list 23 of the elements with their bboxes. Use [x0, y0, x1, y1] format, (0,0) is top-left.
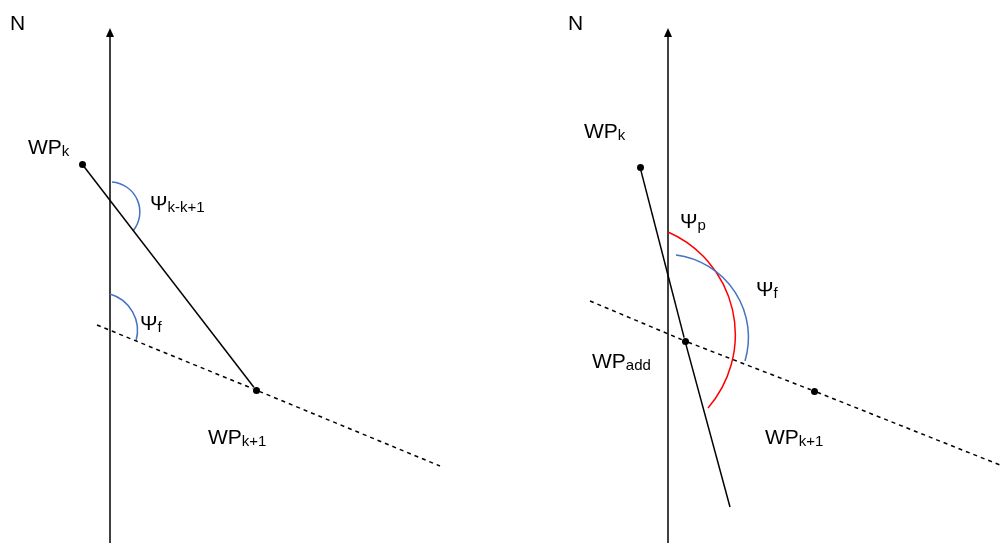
- line: [640, 169, 685, 339]
- waypoint-dot: [636, 163, 644, 171]
- angle-label: Ψ$_{f}$: [140, 310, 162, 336]
- waypoint-label: WP$_{k}$: [28, 134, 70, 160]
- dashed-line: [258, 390, 441, 467]
- dashed-line: [816, 391, 1001, 466]
- waypoint-label: WP$_{k}$: [584, 118, 626, 144]
- line: [83, 166, 255, 388]
- waypoint-dot: [810, 387, 818, 395]
- angle-label: Ψ$_{p}$: [680, 208, 706, 234]
- waypoint-label: WP$_{k+1}$: [208, 424, 267, 450]
- waypoint-label: WP$_{k+1}$: [765, 424, 824, 450]
- angle-label: Ψ$_{f}$: [756, 276, 778, 302]
- waypoint-dot: [681, 337, 689, 345]
- line: [685, 343, 731, 508]
- angle-label: Ψ$_{k-k+1}$: [150, 190, 205, 216]
- north-label: N: [568, 10, 584, 36]
- waypoint-label: WP$_{add}$: [592, 348, 651, 374]
- dashed-line: [687, 341, 812, 391]
- dashed-line: [589, 300, 683, 341]
- waypoint-dot: [78, 160, 86, 168]
- waypoint-dot: [252, 386, 260, 394]
- north-label: N: [10, 10, 26, 36]
